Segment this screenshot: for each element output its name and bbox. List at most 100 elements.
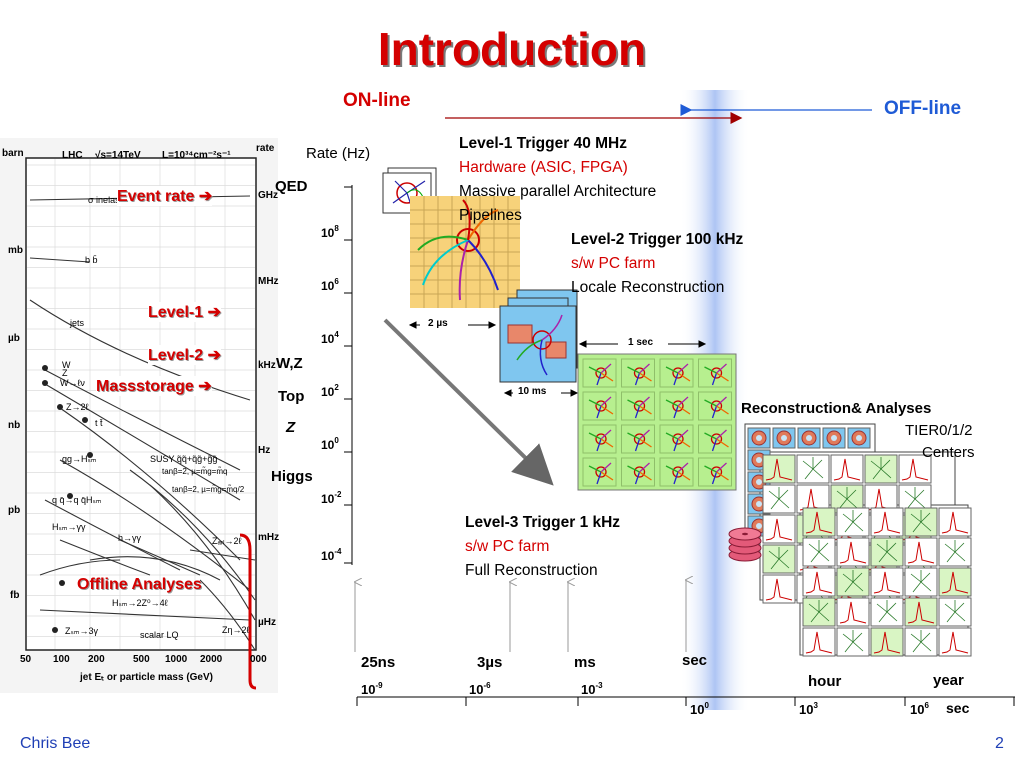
time-label-year: year [933, 672, 964, 689]
left-plot-xtick-50: 50 [20, 654, 32, 665]
reco-analysis-panel [802, 567, 836, 597]
reco-analysis-panel [870, 627, 904, 657]
reco-analysis-panel [904, 567, 938, 597]
left-plot-nb-unit: nb [8, 420, 21, 431]
curve-label-w: W [62, 360, 71, 370]
offline-label: OFF-line [884, 98, 962, 119]
reco-analysis-panel [870, 507, 904, 537]
reco-analysis-panel [904, 507, 938, 537]
reco-analysis-panel [938, 567, 972, 597]
level3-farm: s/w PC farm [465, 538, 550, 555]
reco-analysis-panel [904, 597, 938, 627]
footer-page-number: 2 [995, 735, 1004, 752]
reco-analysis-panel [870, 597, 904, 627]
footer-author: Chris Bee [20, 735, 91, 752]
left-plot-fb-unit: fb [10, 590, 20, 601]
reco-title: Reconstruction& Analyses [741, 400, 932, 417]
disk-icon [728, 527, 762, 562]
reco-analysis-panel [762, 484, 796, 514]
curve-label-qq-qqh: q q̄→q q̄Hₛₘ [52, 495, 102, 505]
reco-analysis-panel [762, 454, 796, 484]
reco-analysis-panel [836, 507, 870, 537]
level3-tile [577, 353, 737, 491]
time-label-ms: ms [574, 654, 596, 671]
time-label-3us: 3µs [477, 654, 503, 671]
left-plot-xtick-100: 100 [53, 654, 70, 665]
online-label: ON-line [343, 90, 411, 111]
time-tick-1e-9: 10-9 [361, 681, 383, 697]
level3-reconstruction: Full Reconstruction [465, 562, 598, 579]
reco-analysis-panel [830, 454, 864, 484]
curve-label-zeta: Zη→2ℓ [222, 625, 250, 635]
reco-analysis-panel [904, 537, 938, 567]
reconstruction-stack [744, 423, 972, 657]
level2-farm: s/w PC farm [571, 255, 656, 272]
level3-title: Level-3 Trigger 1 kHz [465, 514, 621, 531]
level3-event-cell [698, 457, 732, 487]
level3-event-cell [698, 424, 732, 454]
level3-event-cell [698, 391, 732, 421]
left-plot-lhc-label: LHC [62, 150, 83, 161]
slide-title: Introduction [377, 23, 647, 75]
curve-label-inelastic: σ inelastic [88, 195, 129, 205]
process-z: Z [286, 419, 296, 436]
rate-tick-1e6: 106 [321, 277, 339, 293]
level3-event-cell [621, 424, 655, 454]
reco-centers: Centers [922, 444, 975, 461]
time-tick-1e-3: 10-3 [581, 681, 603, 697]
left-plot-ghz-unit: GHz [258, 190, 278, 201]
interval-10ms: 10 ms [518, 386, 547, 397]
left-plot-ub-unit: µb [8, 333, 20, 344]
level1-hardware: Hardware (ASIC, FPGA) [459, 159, 628, 176]
reco-detector-tile [822, 427, 846, 449]
reco-analysis-panel [796, 454, 830, 484]
curve-label-tanb2: tanβ=2, µ=m̃g=m̃q/2 [172, 485, 245, 494]
flow-to-level3-arrow [383, 318, 554, 486]
rate-tick-1e-4: 10-4 [321, 547, 342, 563]
reco-detector-tile [797, 427, 821, 449]
left-plot-xtick-200: 200 [88, 654, 105, 665]
curve-label-h-gg-small: h→γγ [118, 533, 142, 543]
level3-event-cell [582, 358, 617, 388]
curve-label-h-4l: Hₛₘ→2Z⁰→4ℓ [112, 598, 168, 608]
curve-label-z-3g: Zₛₘ→3γ [65, 626, 98, 636]
reco-analysis-panel [938, 597, 972, 627]
reco-analysis-panel [836, 597, 870, 627]
curve-label-h-gg: Hₛₘ→γγ [52, 522, 86, 532]
reco-analysis-panel [864, 454, 898, 484]
left-plot-mb-unit: mb [8, 245, 23, 256]
curve-label-scalar-lq: scalar LQ [140, 630, 179, 640]
reco-analysis-panel [802, 627, 836, 657]
curve-label-jets: jets [70, 318, 85, 328]
left-plot-pb-unit: pb [8, 505, 21, 516]
cross-section-plot [0, 138, 278, 693]
rate-tick-1e2: 102 [321, 383, 339, 399]
time-label-25ns: 25ns [361, 654, 396, 671]
interval-2us: 2 µs [428, 318, 448, 329]
reco-analysis-panel [870, 537, 904, 567]
level3-event-cell [659, 358, 694, 388]
reco-analysis-panel [802, 507, 836, 537]
rate-tick-1e8: 108 [321, 224, 339, 240]
curve-label-z-2l: Z→2ℓ [66, 402, 89, 412]
level3-event-cell [659, 391, 694, 421]
reco-analysis-panel [762, 544, 796, 574]
reco-analysis-panel [904, 627, 938, 657]
level1-tile [410, 196, 520, 308]
level3-event-cell [659, 424, 694, 454]
left-plot-mhz-unit: MHz [258, 276, 279, 287]
time-label-hour: hour [808, 673, 842, 690]
reco-detector-tile [847, 427, 871, 449]
time-tick-1e-6: 10-6 [469, 681, 491, 697]
level3-event-cell [582, 457, 617, 487]
level2-text-block: Level-2 Trigger 100 kHz s/w PC farm Loca… [571, 228, 743, 300]
offline-analyses-annotation: Offline Analyses [77, 576, 202, 593]
level3-text-block: Level-3 Trigger 1 kHz s/w PC farm Full R… [465, 511, 620, 583]
left-plot-microhz-unit: µHz [258, 617, 276, 628]
curve-label-zarl: Zₐᵣₗ→2ℓ [212, 536, 242, 546]
reco-analysis-panel [938, 507, 972, 537]
rate-axis-title: Rate (Hz) [306, 145, 371, 162]
left-plot-xtick-500: 500 [133, 654, 150, 665]
reco-analysis-panel [938, 627, 972, 657]
